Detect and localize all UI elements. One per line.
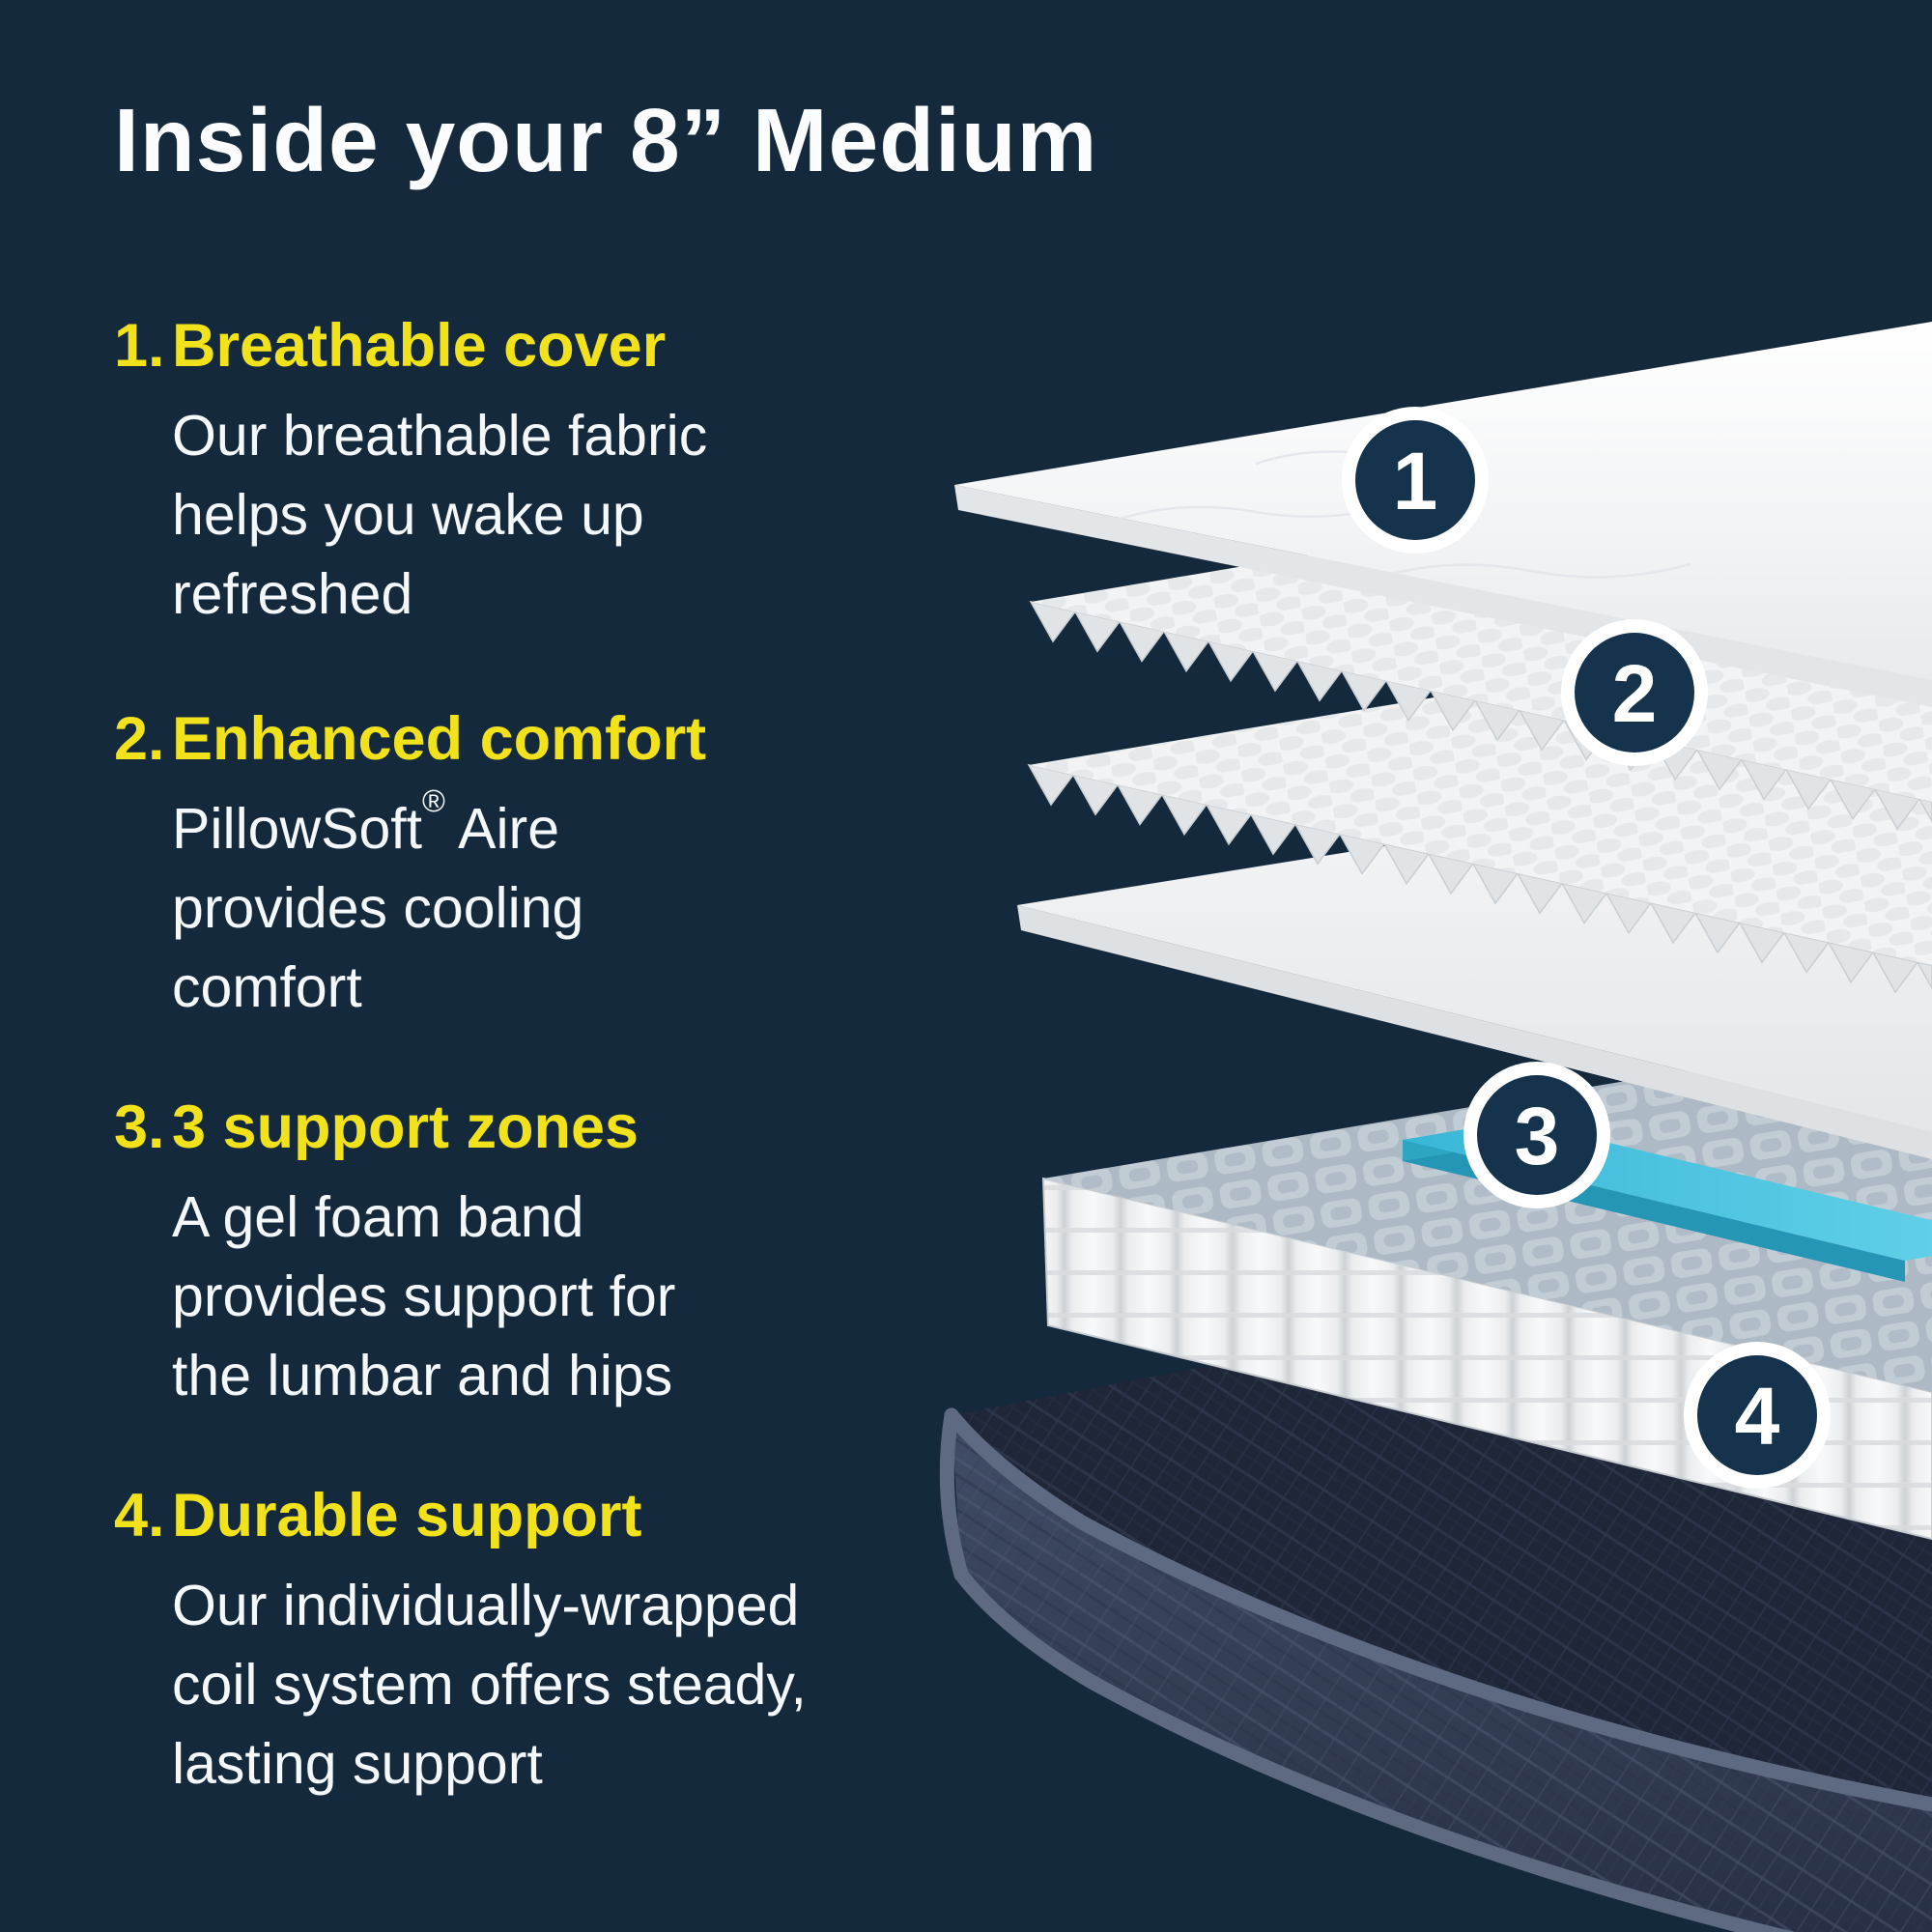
badge-3: 3 <box>1463 1062 1610 1208</box>
feature-item-durable-support: 4. Durable support Our individually-wrap… <box>114 1479 1061 1804</box>
feature-number: 4. <box>114 1482 165 1549</box>
callout-badges: 1 2 3 4 <box>1342 407 1831 1489</box>
feature-description-line: lasting support <box>172 1732 543 1796</box>
feature-description-line: coil system offers steady, <box>172 1653 807 1717</box>
feature-heading-label: Breathable cover <box>172 312 667 380</box>
badge-number: 3 <box>1515 1091 1560 1181</box>
badge-2: 2 <box>1561 619 1708 766</box>
feature-description-line: helps you wake up <box>172 483 644 547</box>
feature-heading-label: Durable support <box>172 1482 642 1549</box>
feature-heading: 4. Durable support <box>114 1479 1061 1552</box>
feature-description-line: Our individually-wrapped <box>172 1574 800 1637</box>
feature-description-line: A gel foam band <box>172 1185 584 1249</box>
badge-number: 2 <box>1612 648 1658 739</box>
feature-description-line: provides cooling <box>172 876 584 940</box>
feature-description-line: PillowSoft® Aire <box>172 782 560 861</box>
registered-trademark-symbol: ® <box>422 782 445 818</box>
badge-number: 1 <box>1393 436 1438 526</box>
feature-description: A gel foam band provides support for the… <box>172 1178 1061 1415</box>
feature-description-line: comfort <box>172 955 362 1019</box>
feature-description: PillowSoft® Aire provides cooling comfor… <box>172 782 1061 1027</box>
feature-heading: 3. 3 support zones <box>114 1091 1061 1164</box>
feature-heading-label: Enhanced comfort <box>172 705 707 773</box>
feature-item-enhanced-comfort: 2. Enhanced comfort PillowSoft® Aire pro… <box>114 702 1061 1027</box>
feature-item-breathable-cover: 1. Breathable cover Our breathable fabri… <box>114 309 1061 634</box>
feature-heading-label: 3 support zones <box>172 1094 639 1161</box>
feature-number: 3. <box>114 1094 165 1161</box>
feature-description-line: refreshed <box>172 562 413 626</box>
feature-number: 2. <box>114 705 165 773</box>
feature-description: Our individually-wrapped coil system off… <box>172 1566 1061 1804</box>
feature-item-support-zones: 3. 3 support zones A gel foam band provi… <box>114 1091 1061 1415</box>
mattress-exploded-diagram: 1 2 3 4 <box>939 322 1932 1932</box>
feature-heading: 2. Enhanced comfort <box>114 702 1061 776</box>
feature-description-line: the lumbar and hips <box>172 1344 673 1407</box>
base-piping-edge <box>939 1407 1932 1932</box>
feature-number: 1. <box>114 312 165 380</box>
badge-4: 4 <box>1684 1342 1831 1489</box>
feature-description-line: provides support for <box>172 1264 676 1328</box>
feature-description-line: Our breathable fabric <box>172 404 708 468</box>
feature-heading: 1. Breathable cover <box>114 309 1061 383</box>
badge-number: 4 <box>1735 1371 1780 1462</box>
badge-1: 1 <box>1342 407 1489 554</box>
feature-description: Our breathable fabric helps you wake up … <box>172 396 1061 634</box>
page-title: Inside your 8” Medium <box>114 90 1098 190</box>
